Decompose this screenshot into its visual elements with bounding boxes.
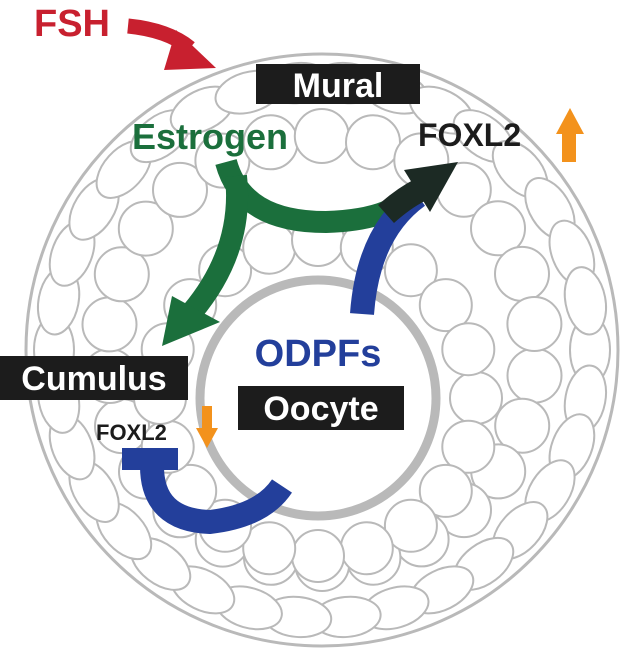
estrogen-label: Estrogen — [132, 116, 288, 157]
fsh-arrow — [127, 18, 216, 70]
cumulus-cell — [449, 371, 503, 425]
granulosa-cell — [470, 200, 526, 257]
cumulus-cell — [383, 243, 438, 298]
mural-foxl2-arrowhead — [378, 162, 458, 224]
cumulus-label: Cumulus — [21, 360, 166, 398]
cumulus-cell — [242, 220, 297, 275]
granulosa-cell — [494, 245, 550, 302]
cumulus-cell — [339, 521, 394, 576]
cumulus-cell — [418, 278, 473, 333]
granulosa-cell — [117, 200, 174, 257]
granulosa-cell — [152, 161, 208, 218]
granulosa-cell — [293, 108, 350, 164]
granulosa-cell — [494, 397, 551, 454]
oocyte-label: Oocyte — [263, 390, 378, 428]
oocyte-label-box — [238, 386, 404, 430]
cumulus-cell — [418, 463, 473, 518]
granulosa-cell — [81, 296, 138, 353]
cumulus-label-box — [0, 356, 188, 400]
odpf-cumulus-arrow — [122, 448, 292, 535]
mural-cell — [563, 266, 608, 336]
mural-label: Mural — [293, 67, 384, 105]
follicle-outer-ring — [24, 52, 620, 648]
cumulus-cell — [291, 529, 345, 583]
granulosa-cell — [93, 246, 150, 303]
mural-label-box — [256, 64, 420, 104]
granulosa-cell — [506, 296, 563, 352]
fsh-label: FSH — [34, 3, 110, 45]
odpfs-label: ODPFs — [255, 333, 382, 375]
up-arrow-icon — [556, 108, 584, 162]
foxl2-mural-label: FOXL2 — [418, 117, 521, 153]
cumulus-cell — [383, 498, 438, 553]
cumulus-cell — [441, 419, 496, 474]
granulosa-cell — [506, 347, 563, 404]
down-arrow-icon — [196, 406, 218, 448]
granulosa-cell — [345, 114, 401, 171]
foxl2-cumulus-label: FOXL2 — [96, 420, 167, 445]
cumulus-cell — [441, 322, 496, 377]
cumulus-cell — [242, 521, 297, 576]
